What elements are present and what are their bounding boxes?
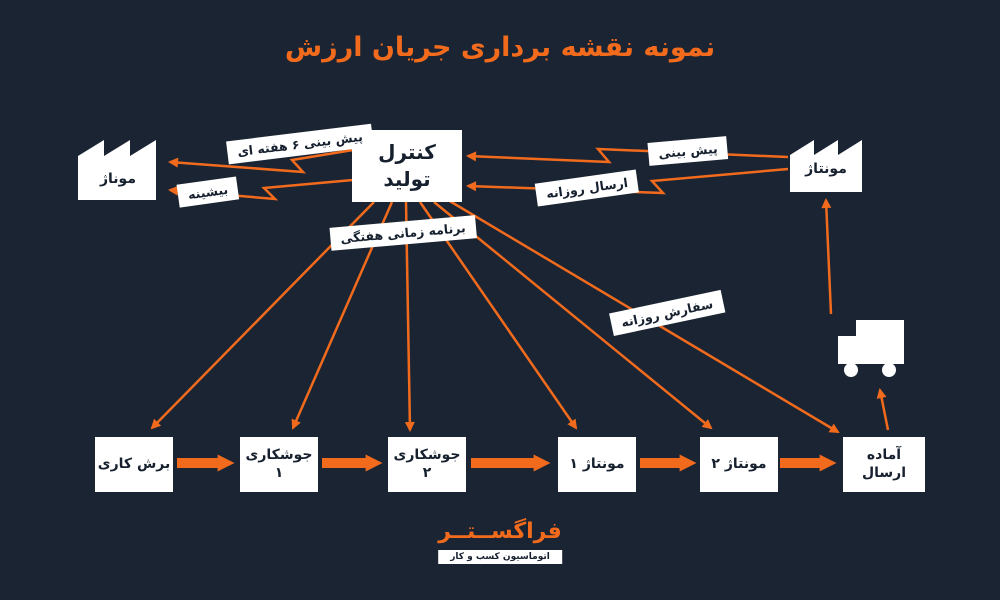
information-arrows bbox=[150, 147, 890, 434]
factory-icon-left bbox=[78, 140, 156, 200]
arrow-to-truck bbox=[876, 388, 890, 431]
right-factory-label: مونتاژ bbox=[805, 161, 847, 177]
arrow-to-assembly-2 bbox=[433, 201, 713, 430]
left-factory-label: موناژ bbox=[99, 171, 137, 187]
arrow-forecast bbox=[466, 147, 789, 164]
control-box-line2: تولید bbox=[383, 167, 431, 191]
process-box-welding-2: جوشکاری ۲ bbox=[388, 437, 466, 492]
process-box-welding-1: جوشکاری ۱ bbox=[240, 437, 318, 492]
production-control-box: کنترل تولید bbox=[352, 130, 462, 202]
arrow-truck-to-factory bbox=[821, 198, 833, 315]
process-box-assembly-2: مونتاژ ۲ bbox=[700, 437, 778, 492]
process-box-assembly-1: مونتاژ ۱ bbox=[558, 437, 636, 492]
control-box-line1: کنترل bbox=[378, 140, 436, 164]
factory-icon-right bbox=[790, 140, 862, 192]
process-box-ready-to-ship: آماده ارسال bbox=[843, 437, 925, 492]
brand-logo: فراگســتــر bbox=[438, 519, 562, 544]
truck-icon bbox=[838, 320, 904, 377]
brand-tagline: اتوماسیون کسب و کار bbox=[438, 550, 562, 564]
process-box-cutting: برش کاری bbox=[95, 437, 173, 492]
arrow-forecast-6week bbox=[168, 148, 354, 174]
page-title: نمونه نقشه برداری جریان ارزش bbox=[284, 32, 716, 63]
